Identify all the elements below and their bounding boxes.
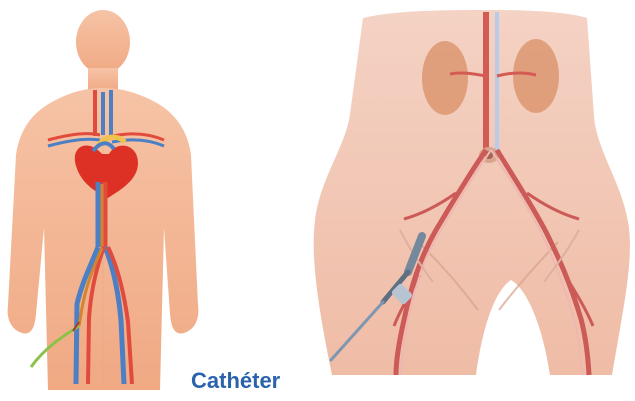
left-kidney-icon (422, 41, 468, 115)
pelvis-anatomy-icon (300, 0, 635, 401)
catheter-label: Cathéter (191, 368, 311, 394)
pelvis-catheter-illustration (300, 0, 635, 401)
human-silhouette-icon (0, 0, 230, 401)
body-circulation-illustration (0, 0, 230, 401)
head-shape (76, 10, 130, 74)
right-kidney-icon (513, 39, 559, 113)
